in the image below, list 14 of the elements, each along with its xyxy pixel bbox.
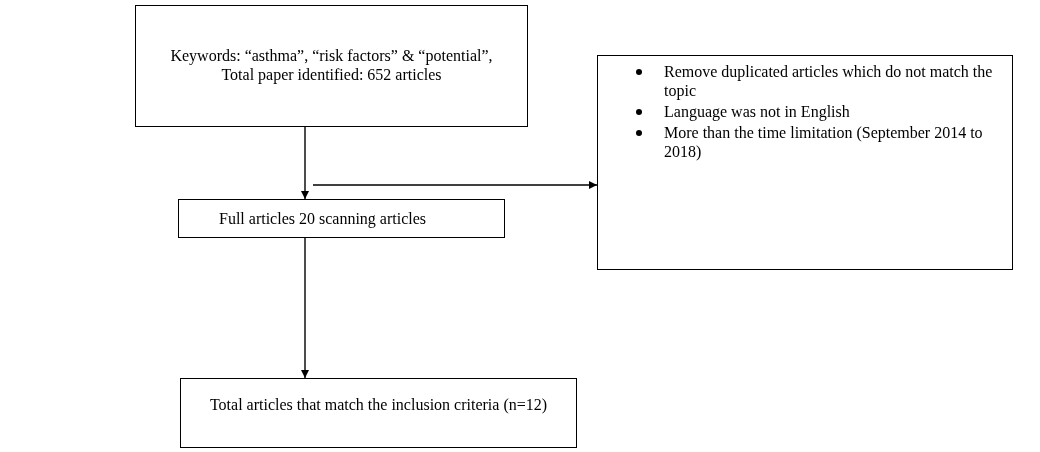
list-item-text: Remove duplicated articles which do not match the topic bbox=[664, 62, 994, 100]
arrow bbox=[301, 126, 309, 200]
process-box bbox=[180, 378, 577, 448]
list-item-text: More than the time limitation (September 2014 to 2018) bbox=[664, 123, 984, 161]
node-text: Total paper identified: 652 articles bbox=[220, 65, 443, 84]
node-text: Keywords: “asthma”, “risk factors” & “potential”, bbox=[169, 46, 494, 65]
process-box bbox=[135, 5, 528, 127]
arrow bbox=[301, 237, 309, 379]
node-text: Total articles that match the inclusion criteria (n=12) bbox=[208, 395, 549, 414]
arrow bbox=[312, 181, 598, 189]
list-item-text: Language was not in English bbox=[664, 102, 850, 121]
process-box bbox=[178, 199, 505, 238]
node-text: Full articles 20 scanning articles bbox=[219, 209, 428, 228]
process-box bbox=[597, 55, 1013, 270]
